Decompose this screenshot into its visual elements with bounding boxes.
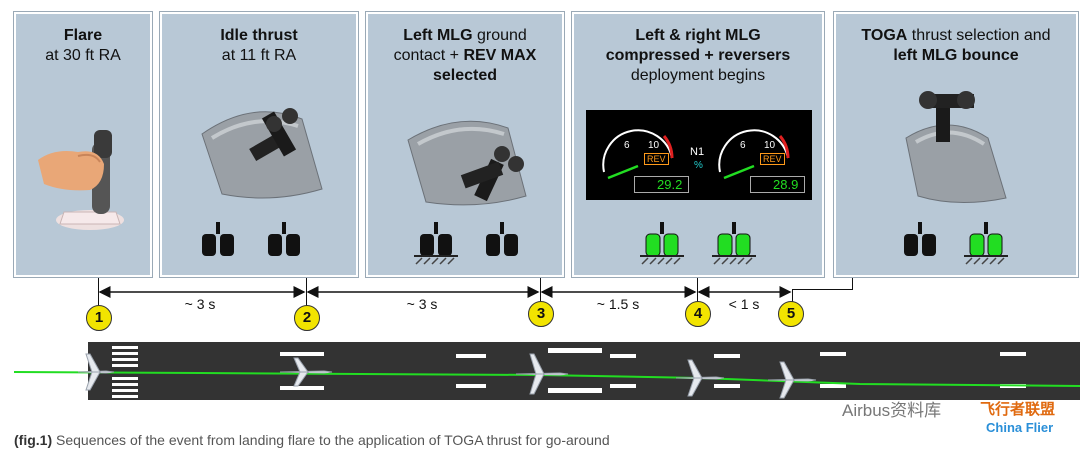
right-rev-indicator: REV (760, 153, 785, 165)
panel-title-segment: TOGA (861, 27, 908, 44)
panel-title-segment: selected (432, 67, 498, 84)
n1-label: N1 (690, 146, 705, 158)
n1-gauges-graphic (602, 129, 790, 180)
panel-title: Flare at 30 ft RA (16, 26, 150, 66)
panel-title-segment: contact + (393, 47, 464, 64)
panel-title-line: TOGA thrust selection and (836, 26, 1076, 46)
timeline-tick-5 (852, 278, 853, 290)
panel-title-line: contact + REV MAX (368, 46, 562, 66)
right-mlg-gear-icon (484, 222, 520, 263)
panel-title-line: left MLG bounce (836, 46, 1076, 66)
step-marker-2: 2 (294, 305, 320, 331)
left-gauge-6-mark: 6 (624, 140, 630, 151)
figure-caption-text: Sequences of the event from landing flar… (52, 432, 610, 448)
panel-idle-thrust: Idle thrust at 11 ft RA (160, 12, 358, 277)
duration-label-3-4: ~ 1.5 s (596, 296, 640, 312)
panel-title-segment: ground (472, 27, 527, 44)
panel-title: Left & right MLG compressed + reversers de… (574, 26, 822, 86)
left-mlg-gear-icon (902, 222, 938, 263)
panel-title: Idle thrust at 11 ft RA (162, 26, 356, 66)
panel-title-line: Left & right MLG (574, 26, 822, 46)
thrust-levers-idle-illustration (201, 108, 323, 199)
timeline-tick-5b (792, 289, 793, 303)
n1-unit: % (694, 160, 703, 171)
left-n1-readout: 29.2 (634, 176, 690, 193)
right-n1-readout: 28.9 (750, 176, 806, 193)
panel-title-segment: compressed + reversers (605, 47, 791, 64)
panel-title-line: Flare (16, 26, 150, 46)
timeline-connector-5 (792, 289, 853, 290)
panel-title-segment: left MLG bounce (893, 47, 1019, 64)
panel-title-line: deployment begins (574, 66, 822, 86)
right-mlg-gear-icon (266, 222, 302, 263)
left-mlg-gear-icon (414, 222, 458, 271)
step-marker-5: 5 (778, 301, 804, 327)
right-mlg-gear-icon (712, 222, 756, 271)
n1-display: 6 10 REV 29.2 N1 % 6 10 REV 28.9 (586, 110, 812, 200)
left-mlg-gear-icon (640, 222, 684, 271)
figure-number: (fig.1) (14, 432, 53, 448)
duration-label-1-2: ~ 3 s (184, 296, 216, 312)
panel-title-segment: at 30 ft RA (45, 47, 121, 64)
panel-title-segment: Left & right MLG (635, 27, 761, 44)
watermark-left: Airbus资料库 (842, 401, 942, 420)
left-gauge-10-mark: 10 (648, 140, 660, 151)
step-marker-1: 1 (86, 305, 112, 331)
left-mlg-gear-icon (200, 222, 236, 263)
right-gauge-6-mark: 6 (740, 140, 746, 151)
panel-title-line: Idle thrust (162, 26, 356, 46)
watermark-right: 飞行者联盟 (980, 401, 1056, 418)
thrust-levers-toga-illustration (905, 91, 1007, 203)
step-marker-3: 3 (528, 301, 554, 327)
right-mlg-gear-icon (964, 222, 1008, 271)
panel-title-line: at 30 ft RA (16, 46, 150, 66)
panel-title-line: compressed + reversers (574, 46, 822, 66)
panel-flare: Flare at 30 ft RA (14, 12, 152, 277)
panel-title-segment: Left MLG (403, 27, 473, 44)
runway-markings-and-trajectory (13, 346, 1080, 399)
panel-title-segment: REV MAX (463, 47, 537, 64)
step-marker-4: 4 (685, 301, 711, 327)
right-gauge-10-mark: 10 (764, 140, 776, 151)
left-rev-indicator: REV (644, 153, 669, 165)
sidestick-hand-illustration (38, 130, 124, 230)
timeline-arrows (98, 286, 792, 298)
figure-caption: (fig.1) Sequences of the event from land… (14, 432, 610, 448)
panel-title-line: selected (368, 66, 562, 86)
threshold-markings (112, 346, 138, 398)
panel-mlg-compressed: Left & right MLG compressed + reversers de… (572, 12, 824, 277)
duration-label-4-5: < 1 s (728, 296, 760, 312)
panel-title-segment: deployment begins (630, 67, 766, 84)
watermark-sub: China Flier (986, 420, 1054, 435)
panel-title-segment: at 11 ft RA (221, 47, 297, 64)
touchdown-zone-markings (280, 348, 1026, 393)
thrust-levers-rev-max-illustration (407, 120, 527, 206)
panel-title-segment: Idle thrust (220, 27, 298, 44)
duration-label-2-3: ~ 3 s (406, 296, 438, 312)
panel-title-segment: Flare (63, 27, 103, 44)
aircraft-silhouettes (77, 353, 817, 399)
panel-title-segment: thrust selection and (907, 27, 1051, 44)
panel-title-line: at 11 ft RA (162, 46, 356, 66)
panel-title-line: Left MLG ground (368, 26, 562, 46)
